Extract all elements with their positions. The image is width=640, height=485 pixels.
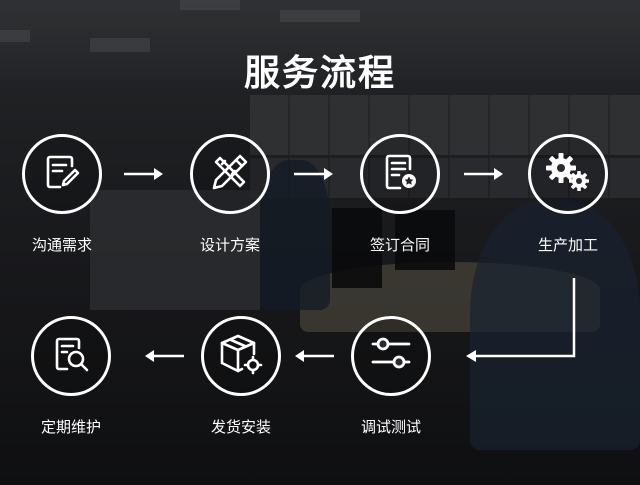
gears-icon — [543, 150, 593, 198]
step-label: 发货安装 — [210, 418, 271, 436]
office-monitor — [395, 210, 455, 270]
package-gear-icon — [218, 332, 264, 380]
step-label: 生产加工 — [537, 236, 598, 254]
ceiling-light — [180, 0, 240, 10]
ceiling-light — [0, 30, 30, 42]
step-maintenance: 定期维护 — [11, 316, 131, 437]
step-circle — [22, 134, 102, 214]
page-title: 服务流程 — [243, 53, 396, 94]
contract-icon — [380, 151, 420, 197]
step-circle — [201, 316, 281, 396]
ceiling-light — [90, 38, 150, 52]
sliders-icon — [369, 334, 413, 378]
step-delivery: 发货安装 — [181, 316, 301, 437]
office-worker — [260, 160, 330, 310]
step-contract: 签订合同 — [340, 134, 460, 255]
office-monitor — [332, 208, 382, 288]
step-circle — [190, 134, 270, 214]
document-search-icon — [51, 334, 91, 378]
ceiling-light — [280, 10, 360, 22]
pencil-ruler-icon — [208, 150, 252, 198]
step-circle — [528, 134, 608, 214]
step-label: 定期维护 — [40, 418, 101, 436]
elbow-arrow-icon — [464, 276, 580, 368]
step-circle — [351, 316, 431, 396]
arrow-left-icon — [294, 349, 334, 363]
step-design: 设计方案 — [170, 134, 290, 255]
step-circle — [360, 134, 440, 214]
step-circle — [31, 316, 111, 396]
step-communicate: 沟通需求 — [2, 134, 122, 255]
form-edit-icon — [42, 152, 82, 196]
arrow-right-icon — [294, 167, 334, 181]
arrow-left-icon — [144, 349, 184, 363]
arrow-right-icon — [464, 167, 504, 181]
step-label: 沟通需求 — [31, 236, 92, 254]
step-label: 设计方案 — [199, 236, 260, 254]
step-label: 调试测试 — [360, 418, 421, 436]
step-label: 签订合同 — [369, 236, 430, 254]
office-worker — [470, 200, 640, 450]
step-production: 生产加工 — [508, 134, 628, 255]
arrow-right-icon — [124, 167, 164, 181]
step-testing: 调试测试 — [331, 316, 451, 437]
